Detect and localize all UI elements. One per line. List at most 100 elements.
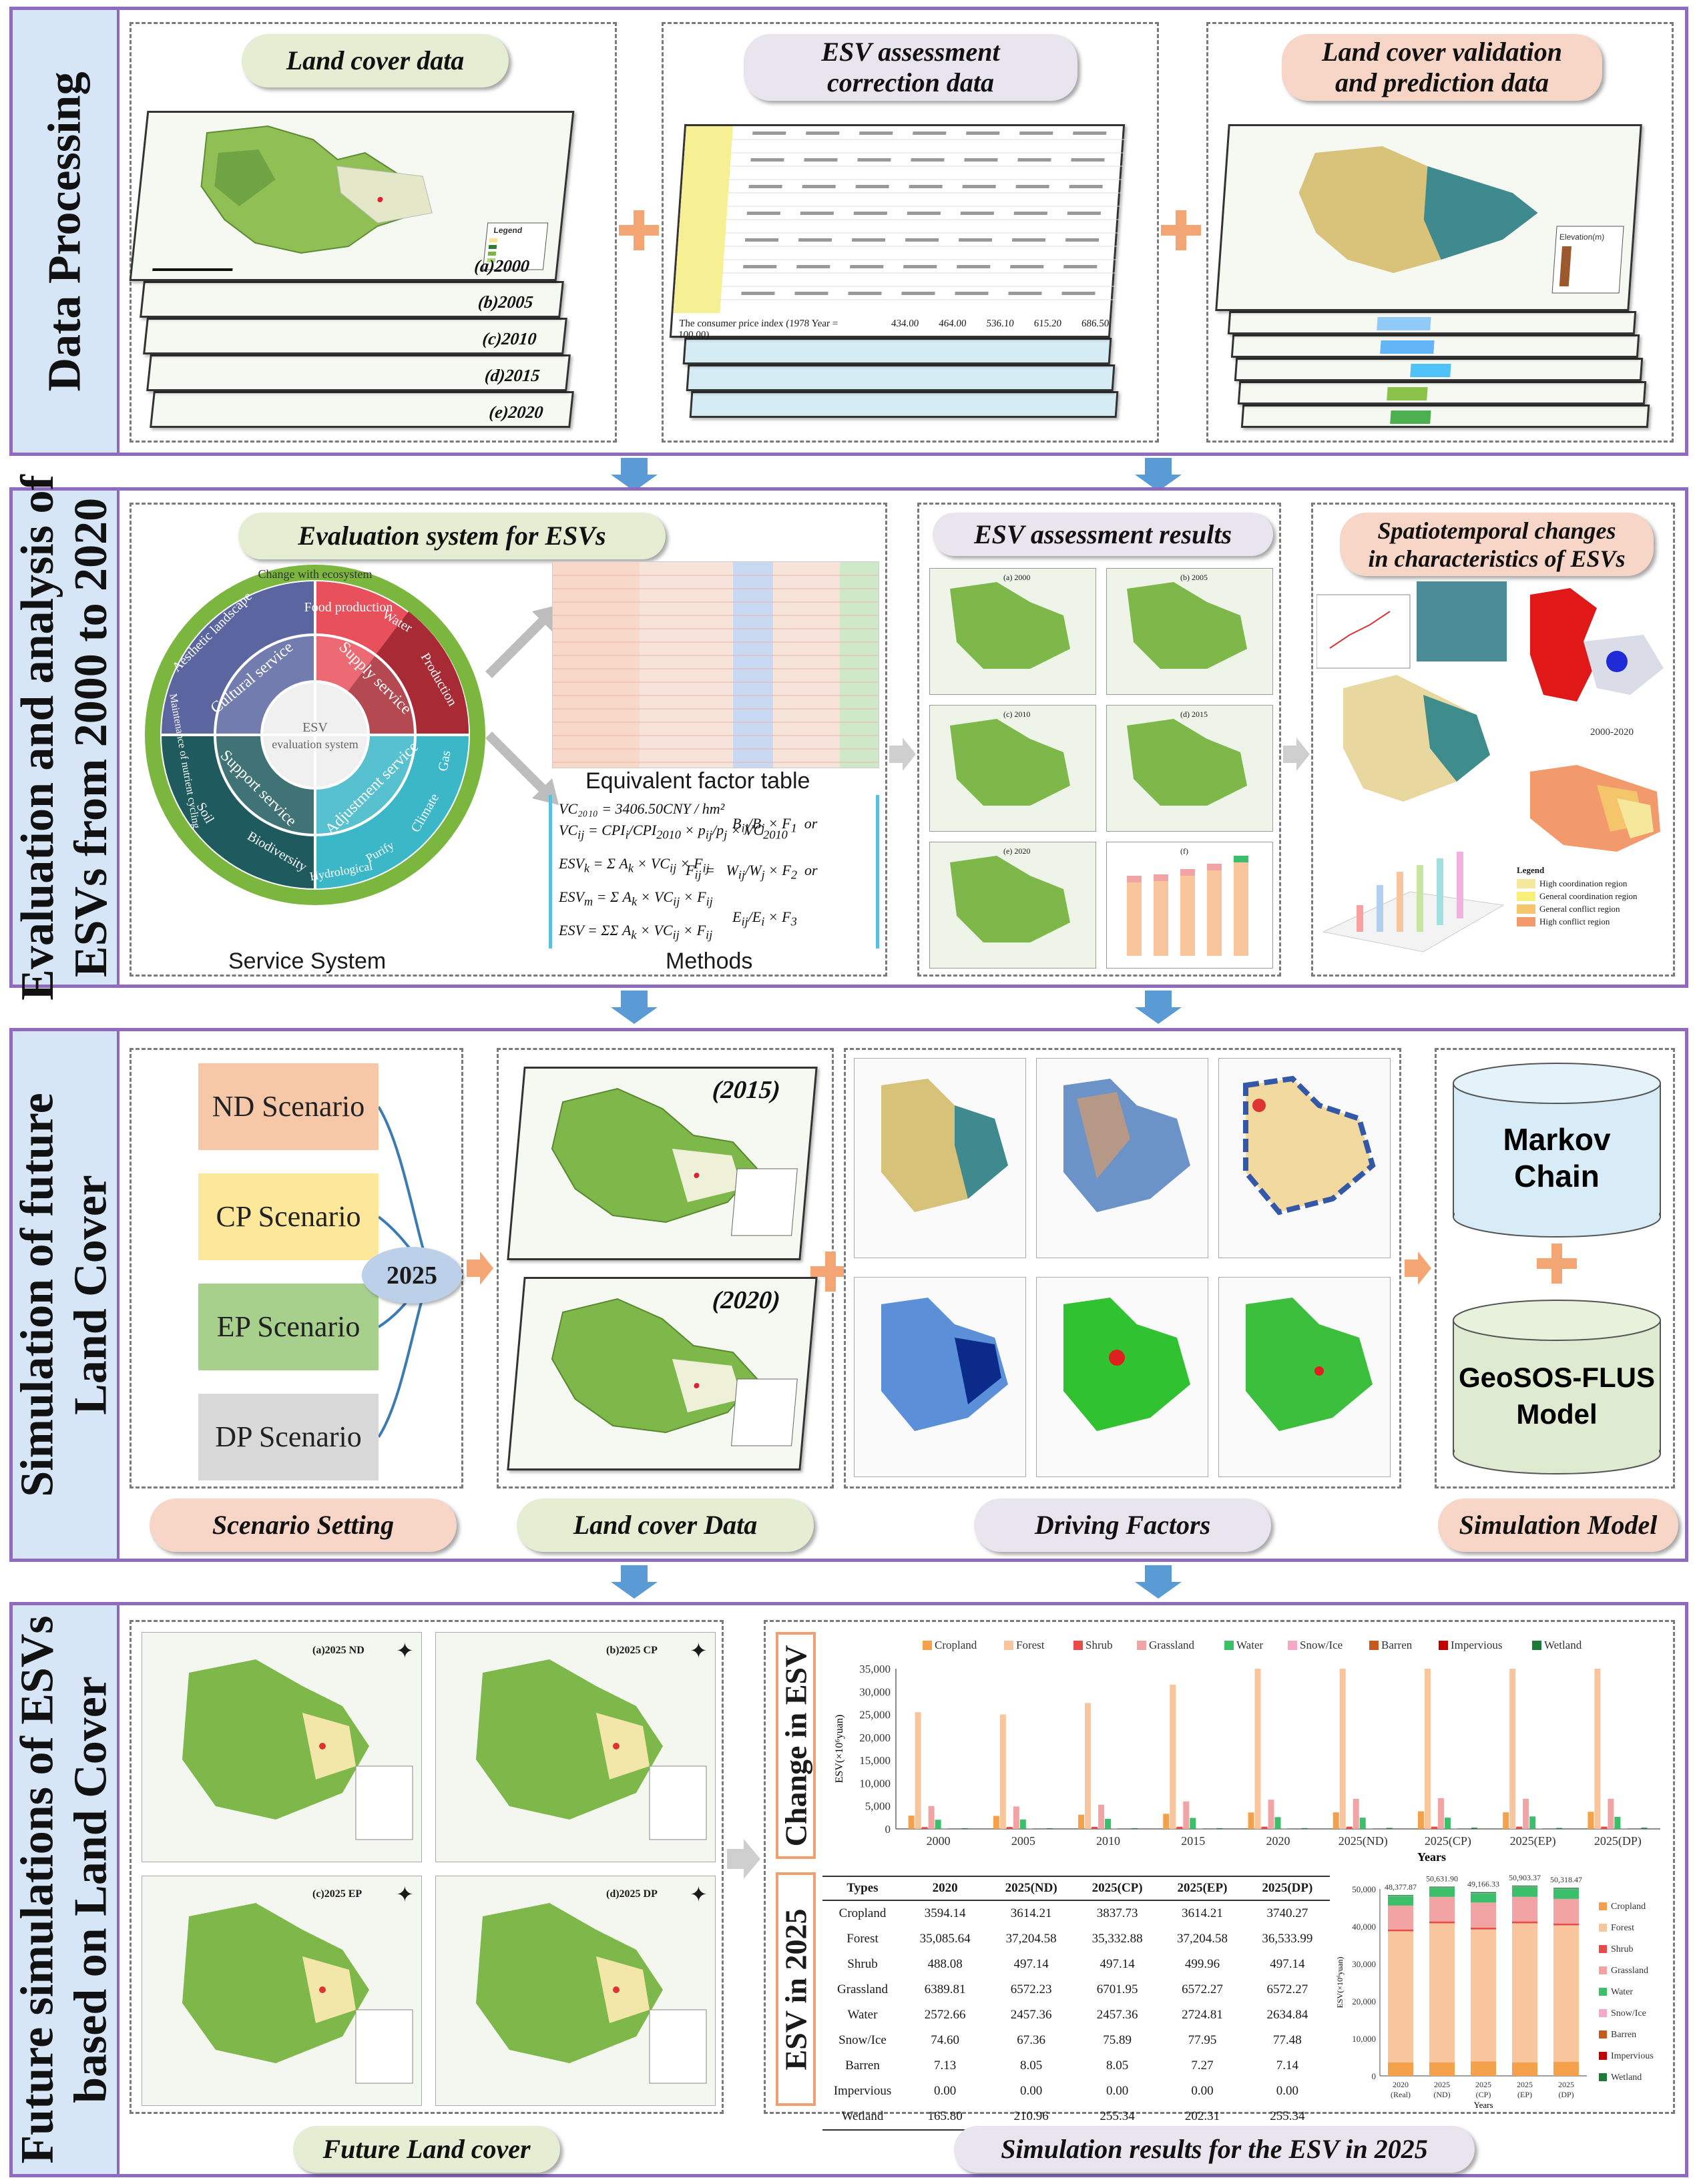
land-cover-map: Legend — [152, 125, 549, 271]
y-tick-label: 30,000 — [859, 1685, 891, 1698]
future-map-nd: (a)2025 ND ✦ — [142, 1632, 422, 1862]
esv-map-2005: (b) 2005 — [1106, 568, 1273, 695]
legend-label: Water — [1236, 1639, 1263, 1651]
table-cell: 3614.21 — [1010, 1906, 1052, 1920]
stacked-bar-segment — [1553, 2062, 1579, 2076]
evaluation-system-panel: Evaluation system for ESVs Change with e… — [130, 503, 887, 977]
stacked-bar-segment — [1471, 1893, 1496, 1903]
svg-text:ESV: ESV — [302, 720, 328, 735]
esv-correction-title: ESV assessment correction data — [744, 34, 1077, 101]
3d-bar-chart — [1322, 852, 1505, 952]
esv-in-2025-label: ESV in 2025 — [776, 1872, 816, 2106]
legend-swatch — [1599, 2052, 1607, 2060]
stacked-bar-segment — [1388, 1896, 1413, 1906]
future-map-dp: (d)2025 DP ✦ — [435, 1876, 716, 2106]
scenario-panel: ND Scenario CP Scenario EP Scenario DP S… — [130, 1048, 463, 1488]
bar — [1614, 1816, 1621, 1829]
esv-stacked-mini-chart: (f) — [1106, 842, 1273, 969]
table-cell: 37,204.58 — [1005, 1932, 1057, 1946]
compass-icon: ✦ — [396, 1639, 414, 1663]
legend-label: Snow/Ice — [1611, 2008, 1646, 2018]
scenario-dp: DP Scenario — [198, 1394, 379, 1480]
bar — [1594, 1669, 1601, 1829]
bar — [1536, 1828, 1543, 1829]
stacked-bar-segment — [1553, 1889, 1579, 1899]
coordination-map — [1530, 765, 1660, 852]
table-cell: 497.14 — [1013, 1957, 1049, 1971]
spatiotemporal-title: Spatiotemporal changes in characteristic… — [1340, 513, 1654, 576]
land-cover-data-title: Land cover data — [242, 34, 509, 87]
table-cell: 7.14 — [1276, 2059, 1298, 2073]
legend-label: Cropland — [1611, 1902, 1646, 1912]
table-cell: 0.00 — [1191, 2084, 1214, 2098]
legend-label: Impervious — [1611, 2051, 1654, 2061]
stacked-bar-segment — [1553, 1898, 1579, 1924]
table-cell: 2572.66 — [924, 2008, 966, 2022]
equivalent-factor-table-label: Equivalent factor table — [585, 768, 810, 794]
validation-title: Land cover validation and prediction dat… — [1282, 34, 1602, 101]
table-cell: Cropland — [838, 1906, 887, 1920]
land-cover-data-panel: Land cover data (e)2020 (d)2015 (c)2010 … — [129, 22, 617, 443]
scenario-setting-label: Scenario Setting — [150, 1498, 457, 1552]
legend-label: Grassland — [1149, 1639, 1194, 1651]
bar — [1444, 1818, 1451, 1829]
legend-swatch — [1599, 1945, 1607, 1953]
y-tick-label: 20,000 — [1352, 1996, 1376, 2006]
legend-label: Forest — [1611, 1923, 1634, 1933]
land-cover-data-label: Land cover Data — [517, 1498, 814, 1552]
simulation-model-panel: Markov Chain GeoSOS-FLUS Model — [1435, 1048, 1675, 1488]
x-tick-label: 2025 — [1517, 2080, 1533, 2089]
plus-icon — [1537, 1244, 1577, 1284]
x-tick-label: 2025(DP) — [1594, 1834, 1642, 1848]
bar — [1523, 1798, 1529, 1829]
table-cell: 6572.27 — [1182, 1982, 1223, 1996]
bar — [1424, 1669, 1431, 1829]
bar-total-label: 50,903.37 — [1509, 1873, 1541, 1882]
table-cell: Grassland — [837, 1982, 888, 1996]
bar — [1176, 1826, 1183, 1829]
table-cell: 0.00 — [1276, 2084, 1298, 2098]
table-cell: 77.95 — [1188, 2033, 1217, 2047]
bar — [1516, 1826, 1523, 1829]
barycenter-map — [1316, 581, 1507, 802]
table-header-cell: 2025(ND) — [987, 1876, 1075, 1901]
scenario-nd: ND Scenario — [198, 1063, 379, 1150]
equivalent-factor-table — [552, 561, 879, 768]
legend-label: Forest — [1016, 1639, 1045, 1651]
stacked-bar-segment — [1512, 1921, 1537, 1924]
legend-swatch — [1599, 1966, 1607, 1974]
correction-data-sheets: The consumer price index (1978 Year = 10… — [669, 124, 1138, 431]
arrow-right-icon — [467, 1252, 493, 1285]
bar — [1170, 1685, 1176, 1829]
legend-swatch — [1004, 1641, 1013, 1650]
bar — [1641, 1828, 1648, 1829]
cpi-table-sheet: The consumer price index (1978 Year = 10… — [669, 124, 1126, 340]
svg-text:Model: Model — [1516, 1398, 1597, 1430]
legend-label: Shrub — [1085, 1639, 1113, 1651]
legend-label: Barren — [1381, 1639, 1413, 1651]
bar — [1281, 1828, 1288, 1829]
table-cell: 3614.21 — [1182, 1906, 1223, 1920]
stacked-bar-segment — [1512, 1896, 1537, 1922]
stacked-bar-segment — [1512, 1886, 1537, 1897]
bar — [1471, 1828, 1477, 1829]
x-tick-label: 2020 — [1266, 1834, 1290, 1848]
bar — [1190, 1818, 1196, 1829]
table-header-cell: 2020 — [903, 1876, 988, 1901]
stacked-bar-segment — [1429, 2062, 1455, 2076]
y-tick-label: 50,000 — [1352, 1884, 1376, 1894]
stacked-bar-segment — [1471, 1892, 1496, 1894]
table-cell: 2724.81 — [1182, 2008, 1223, 2022]
legend-label: Wetland — [1544, 1639, 1582, 1651]
coordination-legend: Legend High coordination region General … — [1517, 865, 1638, 926]
table-cell: Wetland — [841, 2109, 884, 2123]
table-cell: 8.05 — [1106, 2059, 1129, 2073]
service-system-wheel: Change with ecosystem ESV evaluation sys… — [145, 565, 485, 905]
table-header-cell: Types — [822, 1876, 903, 1901]
bar — [1105, 1818, 1112, 1829]
section-label-data-processing: Data Processing — [13, 10, 119, 453]
